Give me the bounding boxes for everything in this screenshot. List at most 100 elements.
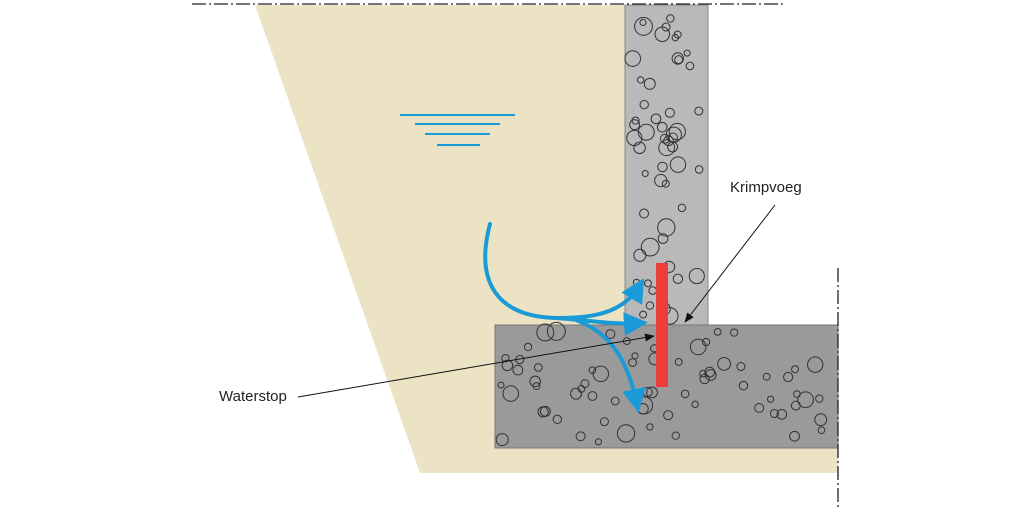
aggregate-bubble [639, 99, 649, 110]
water-flow-arrows [483, 222, 648, 413]
aggregate-bubble [634, 17, 653, 36]
aggregate-bubble [533, 363, 543, 372]
aggregate-bubble [539, 405, 551, 417]
aggregate-bubble [646, 386, 658, 399]
waterstop-leader [297, 333, 655, 398]
aggregate-bubble [523, 342, 533, 352]
aggregate-bubble [552, 414, 562, 425]
aggregate-bubble [616, 424, 636, 443]
aggregate-bubble [704, 366, 716, 378]
aggregate-bubble [512, 364, 524, 376]
aggregate-bubble [594, 438, 603, 446]
aggregate-bubble [677, 203, 687, 213]
aggregate-bubble [691, 400, 699, 409]
aggregate-bubble [754, 402, 765, 413]
aggregate-bubble [657, 233, 669, 244]
aggregate-bubble [646, 423, 654, 431]
aggregate-bubble [815, 394, 824, 403]
aggregate-bubble [669, 156, 687, 173]
aggregate-bubble [713, 327, 722, 336]
aggregate-bubble [807, 356, 824, 373]
water-level-icon [400, 114, 515, 146]
aggregate-bubble [671, 33, 680, 42]
aggregate-bubble [633, 248, 647, 262]
aggregate-bubble [643, 279, 652, 288]
aggregate-bubble [639, 18, 647, 27]
aggregate-bubble [656, 121, 668, 133]
aggregate-bubble [654, 26, 670, 42]
aggregate-bubble [643, 77, 656, 90]
soil [255, 5, 838, 473]
aggregate-bubble [637, 123, 655, 141]
aggregate-bubble [699, 369, 707, 378]
aggregate-bubble [664, 107, 675, 118]
aggregate-bubble [762, 372, 771, 381]
aggregate-bubble [657, 161, 668, 173]
aggregate-bubble [536, 323, 555, 342]
aggregate-bubble [668, 122, 686, 141]
aggregate-bubble [605, 329, 616, 340]
aggregate-bubble [592, 365, 610, 383]
aggregate-bubble [736, 362, 746, 372]
aggregate-bubble [685, 61, 695, 71]
waterstop-label: Waterstop [219, 388, 287, 405]
aggregate-bubble [546, 321, 566, 341]
aggregate-bubble [717, 356, 731, 371]
aggregate-bubble [769, 408, 779, 419]
aggregate-bubble [497, 381, 505, 389]
aggregate-bubble [814, 413, 828, 427]
aggregate-bubble [587, 391, 598, 401]
aggregate-bubble [628, 358, 638, 367]
aggregate-bubble [580, 379, 590, 389]
aggregate-bubble [495, 433, 509, 447]
aggregate-bubble [575, 431, 586, 442]
aggregate-bubble [790, 400, 801, 411]
aggregate-bubble [699, 373, 710, 385]
aggregate-bubble [650, 113, 662, 125]
aggregate-bubble [689, 338, 707, 356]
aggregate-bubble [657, 218, 676, 237]
aggregate-bubble [570, 387, 583, 400]
aggregate-bubble [704, 369, 717, 381]
aggregate-bubble [610, 396, 620, 406]
aggregate-bubble [694, 106, 704, 116]
aggregate-bubble [629, 119, 641, 131]
aggregate-bubble [659, 133, 670, 144]
aggregate-bubble [730, 328, 739, 337]
aggregate-bubble [797, 391, 814, 409]
waterstop [656, 263, 668, 387]
aggregate-bubble [501, 359, 514, 372]
aggregate-bubble [671, 52, 684, 65]
aggregate-bubble [658, 139, 676, 157]
aggregate-bubble [645, 301, 655, 310]
aggregate-bubble [636, 76, 645, 84]
aggregate-bubble [502, 385, 520, 402]
aggregate-bubble [672, 273, 684, 284]
aggregate-bubble [599, 417, 609, 427]
aggregate-bubble [654, 173, 668, 188]
aggregate-bubble [683, 49, 691, 57]
aggregate-bubble [817, 426, 826, 435]
aggregate-bubble [694, 165, 704, 174]
aggregate-bubble [529, 375, 541, 388]
aggregate-bubble [789, 430, 800, 442]
aggregate-bubble [626, 129, 643, 147]
aggregate-bubble [791, 365, 800, 374]
aggregate-bubble [688, 267, 705, 285]
krimpvoeg-leader [684, 204, 776, 323]
aggregate-bubble [588, 366, 597, 374]
aggregate-bubble [671, 431, 681, 440]
aggregate-bubble [776, 409, 788, 420]
aggregate-bubble [640, 237, 660, 257]
aggregate-bubble [641, 169, 649, 178]
aggregate-bubble [633, 141, 646, 155]
aggregate-bubble [624, 50, 642, 67]
aggregate-bubble [666, 14, 675, 23]
aggregate-bubble [680, 389, 690, 399]
aggregate-bubble [639, 208, 650, 219]
aggregate-bubble [783, 371, 794, 383]
aggregate-bubble [766, 395, 775, 403]
aggregate-bubble [738, 380, 749, 391]
